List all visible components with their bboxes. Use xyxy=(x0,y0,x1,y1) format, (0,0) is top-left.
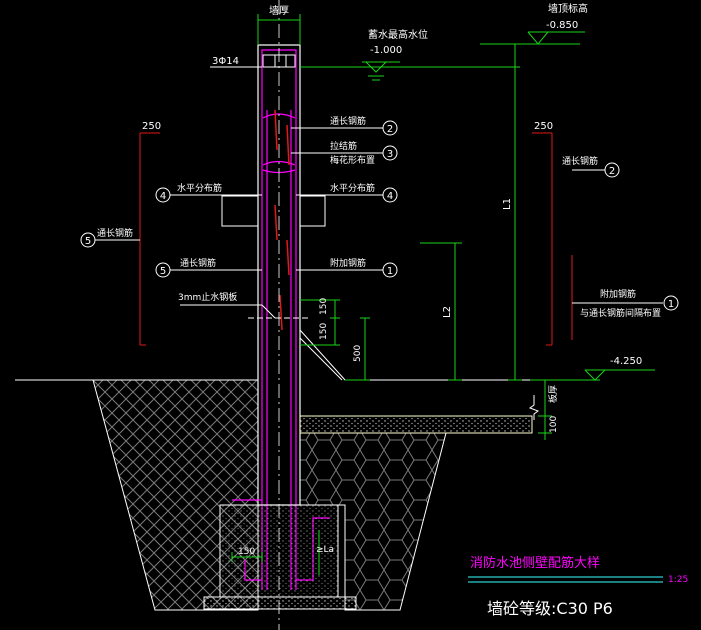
horiz-dist-left-label: 水平分布筋 xyxy=(177,182,222,194)
footing-dims xyxy=(231,530,320,575)
la-label: ≥La xyxy=(316,545,334,555)
through-bar-left-inner-label: 通长钢筋 xyxy=(180,257,216,269)
water-level-value: -1.000 xyxy=(370,45,402,56)
svg-text:4: 4 xyxy=(160,191,166,202)
svg-text:4: 4 xyxy=(387,191,393,202)
dim-500: 500 xyxy=(353,345,363,362)
right-through-bar-label: 通长钢筋 xyxy=(562,155,598,167)
L1-label: L1 xyxy=(502,198,513,210)
right-add-bar-label-a: 附加钢筋 xyxy=(600,288,636,300)
callout-1-wall: 1 xyxy=(382,262,398,278)
dim-150-a: 150 xyxy=(319,298,329,315)
top-elevation-title: 墙顶标高 xyxy=(548,2,588,15)
haunch-diagonal xyxy=(299,337,343,381)
svg-text:5: 5 xyxy=(85,236,91,247)
title-underline xyxy=(468,576,663,583)
L2-dim xyxy=(420,242,462,381)
tie-bars xyxy=(274,109,290,331)
dim-150-b: 150 xyxy=(319,323,329,340)
left-250-label: 250 xyxy=(142,121,161,132)
footing xyxy=(203,504,357,610)
top-elevation-value: -0.850 xyxy=(546,20,578,31)
callout-3: 3 xyxy=(382,145,398,161)
top-bars-label: 3Φ14 xyxy=(212,56,239,67)
svg-text:2: 2 xyxy=(387,124,393,135)
concrete-grade: 墙砼等级:C30 P6 xyxy=(487,599,613,618)
right-lap-dim xyxy=(532,132,573,346)
callout-5-inner: 5 xyxy=(155,262,171,278)
L2-label: L2 xyxy=(442,306,453,318)
horizontal-bar-boxes xyxy=(221,195,326,227)
slab-label: 板厚 xyxy=(547,385,559,403)
horiz-dist-right-label: 水平分布筋 xyxy=(330,182,375,194)
bottom-elevation-value: -4.250 xyxy=(610,356,642,367)
wall-thickness-dim xyxy=(257,14,301,45)
svg-text:1: 1 xyxy=(668,299,674,310)
tie-bar-label-a: 拉结筋 xyxy=(330,140,357,152)
dim-150-footing: 150 xyxy=(238,547,255,557)
callout-leaders xyxy=(95,127,663,319)
callout-4-right: 4 xyxy=(382,187,398,203)
svg-text:3: 3 xyxy=(387,149,393,160)
wall-thickness-label: 墙厚 xyxy=(269,4,289,17)
additional-bar-label: 附加钢筋 xyxy=(330,257,366,269)
right-add-bar-label-b: 与通长钢筋间隔布置 xyxy=(580,307,661,319)
drawing-title: 消防水池侧壁配筋大样 xyxy=(470,555,600,571)
L1-dim xyxy=(508,43,522,381)
tie-bar-label-b: 梅花形布置 xyxy=(330,154,375,166)
svg-text:2: 2 xyxy=(609,166,615,177)
svg-text:1: 1 xyxy=(387,266,393,277)
water-level-marker xyxy=(300,61,520,81)
bottom-elevation-marker xyxy=(530,369,655,381)
callout-4-left: 4 xyxy=(155,187,171,203)
left-lap-dim xyxy=(139,132,160,346)
slab-dims xyxy=(538,380,552,440)
through-bar-label-1: 通长钢筋 xyxy=(330,115,366,127)
callout-2-right: 2 xyxy=(604,162,620,178)
right-250-label: 250 xyxy=(534,121,553,132)
drawing-scale: 1:25 xyxy=(668,575,688,585)
water-level-title: 蓄水最高水位 xyxy=(368,28,428,41)
haunch-dims xyxy=(300,299,370,381)
through-bar-left-outer-label: 通长钢筋 xyxy=(97,227,133,239)
top-elevation-marker xyxy=(480,31,585,45)
callout-5-outer: 5 xyxy=(80,232,96,248)
svg-text:5: 5 xyxy=(160,266,166,277)
callout-2a: 2 xyxy=(382,120,398,136)
break-symbol xyxy=(528,395,540,420)
waterstop-label: 3mm止水钢板 xyxy=(178,291,237,303)
callout-1-right: 1 xyxy=(663,295,679,311)
dim-100: 100 xyxy=(549,416,559,433)
bottom-slab xyxy=(299,415,533,434)
